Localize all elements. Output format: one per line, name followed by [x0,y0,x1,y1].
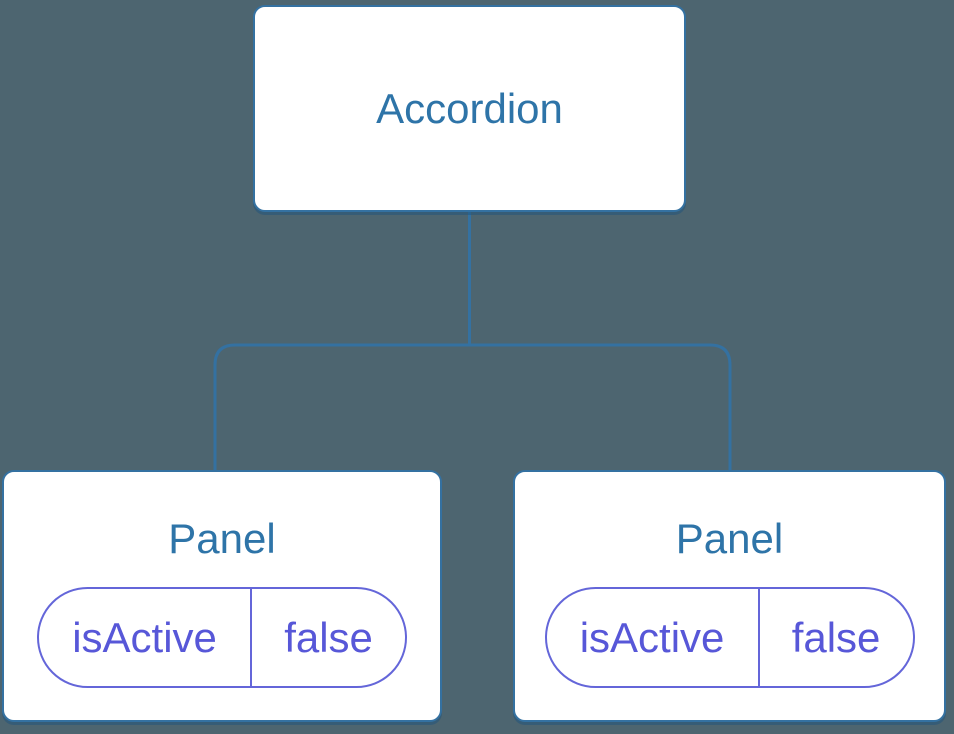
tree-node-panel-left: Panel isActive false [2,470,442,722]
panel-left-state-name: isActive [39,589,253,686]
panel-right-label: Panel [675,515,784,562]
tree-node-panel-right: Panel isActive false [513,470,946,722]
panel-right-state-pill: isActive false [544,587,915,688]
connector-branch [213,343,732,471]
panel-left-state-value: false [284,613,373,661]
panel-right-state-value: false [791,613,881,661]
tree-node-accordion: Accordion [253,5,686,212]
accordion-node-label: Accordion [376,84,563,132]
panel-right-state-name: isActive [547,589,760,686]
panel-left-state-pill: isActive false [37,587,407,688]
panel-left-label: Panel [168,515,276,562]
